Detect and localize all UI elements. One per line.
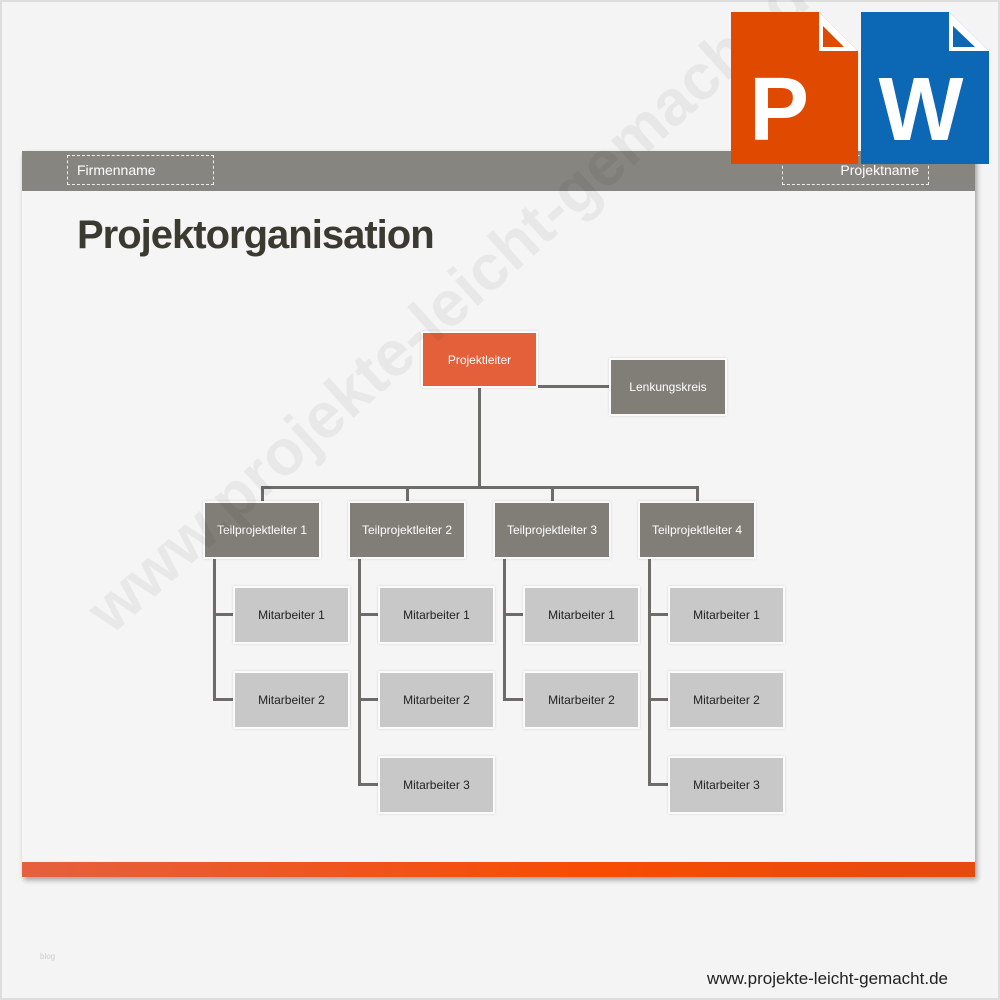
- connector-line: [358, 559, 361, 786]
- connector-line: [648, 783, 668, 786]
- website-url[interactable]: www.projekte-leicht-gemacht.de: [707, 969, 948, 988]
- connector-line: [213, 613, 233, 616]
- connector-line: [648, 613, 668, 616]
- member-box: Mitarbeiter 2: [378, 671, 495, 729]
- sublead-box: Teilprojektleiter 3: [493, 501, 611, 559]
- svg-text:P: P: [749, 60, 809, 160]
- connector-line: [406, 486, 409, 502]
- member-box: Mitarbeiter 3: [668, 756, 785, 814]
- sublead-box: Teilprojektleiter 1: [203, 501, 321, 559]
- connector-line: [648, 559, 651, 786]
- project-lead-box: Projektleiter: [421, 331, 538, 388]
- connector-line: [551, 486, 554, 502]
- connector-line: [503, 613, 523, 616]
- connector-line: [261, 486, 264, 502]
- blog-label: blog: [40, 952, 56, 961]
- footer-bar: [22, 862, 975, 877]
- member-box: Mitarbeiter 1: [233, 586, 350, 644]
- connector-line: [358, 613, 378, 616]
- connector-line: [261, 486, 699, 489]
- connector-line: [478, 387, 481, 487]
- member-box: Mitarbeiter 3: [378, 756, 495, 814]
- member-box: Mitarbeiter 1: [378, 586, 495, 644]
- sublead-box: Teilprojektleiter 4: [638, 501, 756, 559]
- connector-line: [358, 783, 378, 786]
- connector-line: [696, 486, 699, 502]
- connector-line: [503, 559, 506, 701]
- member-box: Mitarbeiter 2: [523, 671, 640, 729]
- word-logo-icon: W: [861, 12, 989, 164]
- company-placeholder[interactable]: Firmenname: [67, 155, 214, 185]
- sublead-box: Teilprojektleiter 2: [348, 501, 466, 559]
- connector-line: [537, 385, 610, 388]
- connector-line: [213, 698, 233, 701]
- member-box: Mitarbeiter 1: [523, 586, 640, 644]
- page-title: Projektorganisation: [77, 213, 435, 257]
- connector-line: [213, 559, 216, 701]
- member-box: Mitarbeiter 2: [668, 671, 785, 729]
- connector-line: [358, 698, 378, 701]
- member-box: Mitarbeiter 1: [668, 586, 785, 644]
- connector-line: [503, 698, 523, 701]
- powerpoint-logo-icon: P: [731, 12, 858, 164]
- connector-line: [648, 698, 668, 701]
- member-box: Mitarbeiter 2: [233, 671, 350, 729]
- steering-committee-box: Lenkungskreis: [609, 358, 727, 416]
- svg-text:W: W: [879, 60, 964, 160]
